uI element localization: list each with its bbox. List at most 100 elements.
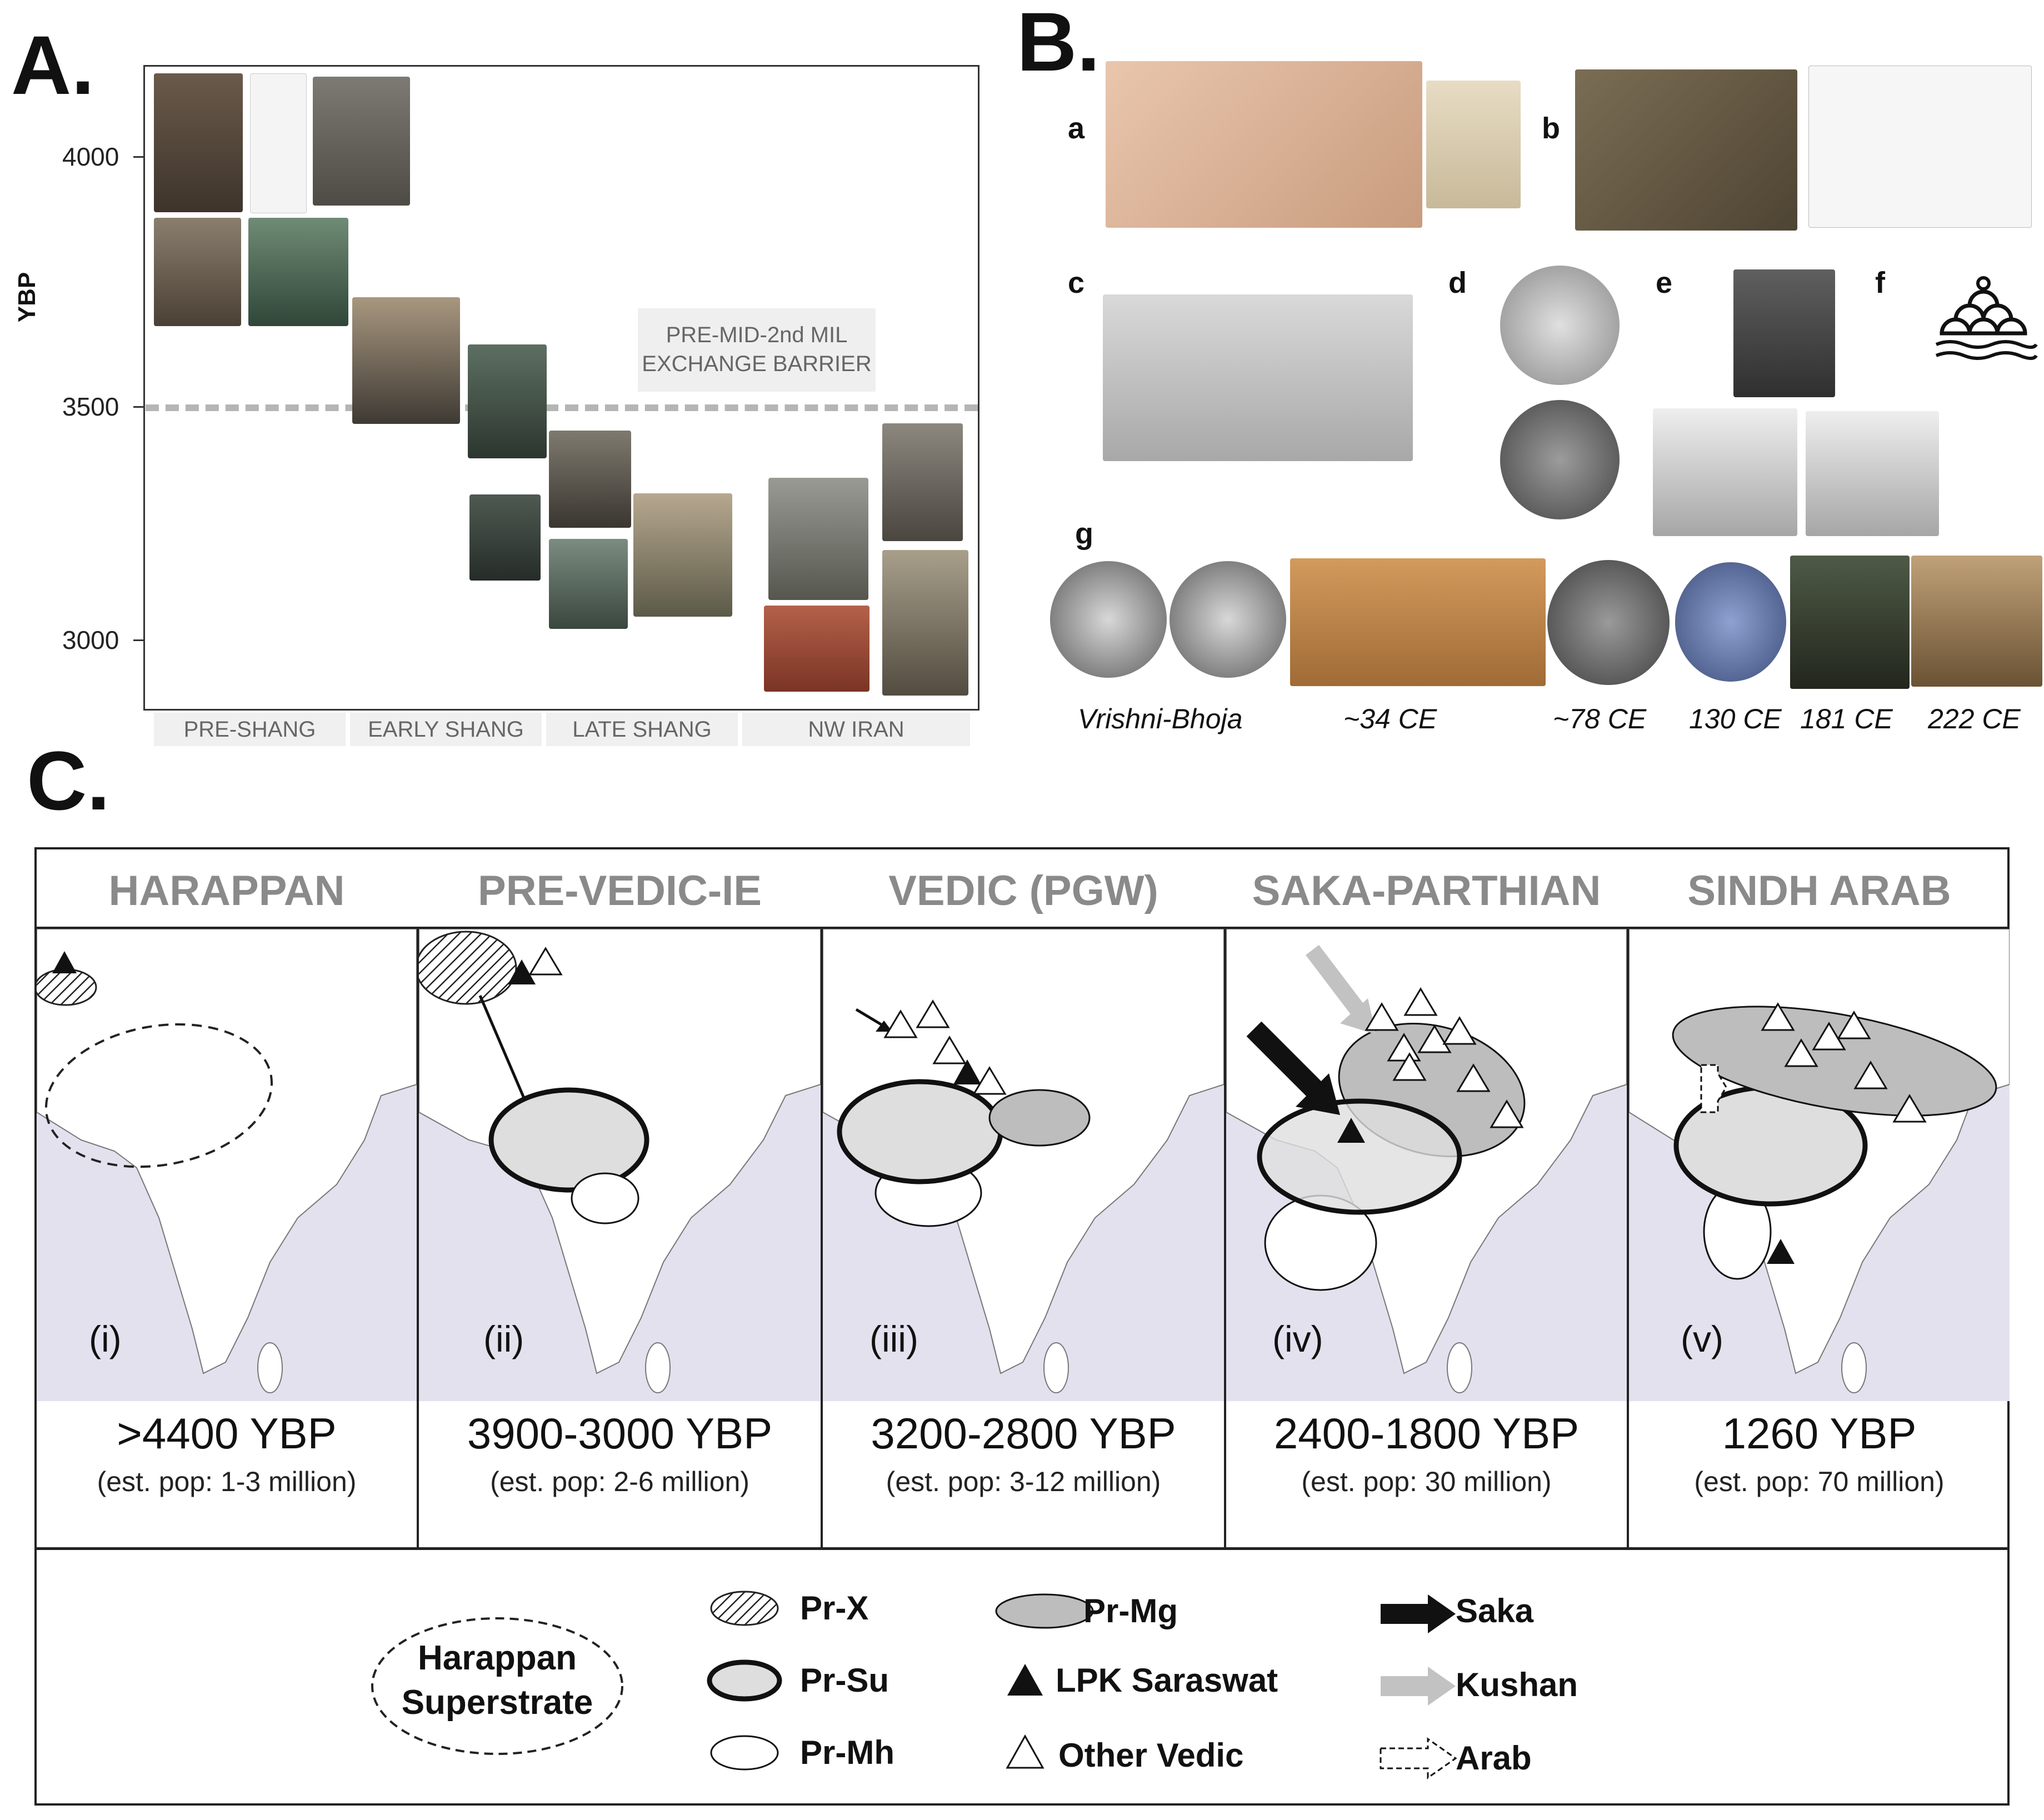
legend-kushan-arrow-icon [1381,1667,1456,1706]
coin-photo [1170,561,1286,678]
seal-drawing [1808,66,2032,228]
panel-a-letter: A. [11,18,94,112]
coin-photo [1653,408,1797,536]
cylinder-seal-impression [1103,294,1413,461]
col-divider [821,927,823,1549]
era-roman-i: (i) [89,1318,122,1359]
coin-photo [1733,269,1835,397]
legend-prx-icon [710,1591,779,1626]
tick-mark [133,156,144,158]
coin-photo [1500,400,1620,519]
tick-3500: 3500 [62,392,119,421]
vessel-photo [469,494,541,581]
vessel-photo [313,77,410,206]
sublabel-b: b [1542,112,1560,145]
coin-date-222ce: 222 CE [1928,703,2021,734]
legend-prmg-icon [995,1593,1094,1629]
vessel-photo [764,606,869,692]
map-harappan [37,929,417,1401]
period-pre-shang: PRE-SHANG [154,713,346,746]
ylabel-text: YBP [13,272,41,323]
era-pop-harappan: (est. pop: 1-3 million) [97,1466,357,1497]
legend-lpk-saraswat-icon [1007,1664,1043,1696]
era-date-saka-parthian: 2400-1800 YBP [1273,1409,1580,1458]
era-date-vedic: 3200-2800 YBP [871,1409,1176,1458]
col-divider [1224,927,1226,1549]
legend-arab: Arab [1456,1739,1532,1777]
tick-mark [133,639,144,641]
sublabel-g: g [1075,517,1093,551]
era-title-pre-vedic: PRE-VEDIC-IE [478,867,762,914]
sublabel-a: a [1068,112,1085,145]
era-title-harappan: HARAPPAN [108,867,345,914]
coin-photo [1290,558,1546,686]
coin-date-vrishni-bhoja: Vrishni-Bhoja [1078,703,1243,734]
coin-photo [1547,560,1670,685]
legend-arab-arrow-icon [1380,1737,1457,1779]
legend-other-vedic-icon [1006,1734,1045,1769]
era-pop-vedic: (est. pop: 3-12 million) [886,1466,1161,1497]
vessel-photo [633,493,732,617]
col-divider [1627,927,1629,1549]
period-late-shang: LATE SHANG [546,713,738,746]
legend-prmh-icon [710,1735,779,1771]
legend-saka: Saka [1456,1592,1534,1629]
vessel-photo [154,73,243,212]
coin-date-181ce: 181 CE [1800,703,1893,734]
map-saka-parthian [1226,929,1627,1401]
coin-photo [1050,561,1167,678]
era-pop-saka-parthian: (est. pop: 30 million) [1301,1466,1552,1497]
tick-3000: 3000 [62,626,119,654]
sublabel-f: f [1875,266,1885,299]
vessel-photo [352,297,460,424]
era-title-saka-parthian: SAKA-PARTHIAN [1252,867,1601,914]
sublabel-c: c [1068,266,1085,299]
sublabel-d: d [1448,266,1467,299]
era-pop-pre-vedic: (est. pop: 2-6 million) [490,1466,749,1497]
legend-prsu-icon [707,1659,782,1702]
era-title-sindh-arab: SINDH ARAB [1687,867,1951,914]
legend-harappan-superstrate-icon [371,1617,623,1755]
coin-date-78ce: ~78 CE [1553,703,1647,734]
vessel-photo [549,431,631,528]
legend-prsu: Pr-Su [800,1662,889,1699]
period-nw-iran: NW IRAN [742,713,970,746]
vessel-photo [248,218,348,326]
vessel-photo [468,344,547,458]
coin-date-130ce: 130 CE [1689,703,1782,734]
mountain-symbol-icon [1935,276,2038,360]
legend-harappan-label: Harappan Superstrate [389,1636,606,1725]
barrier-label-line1: PRE-MID-2nd MIL [666,323,848,347]
map-vedic [823,929,1224,1401]
era-date-harappan: >4400 YBP [117,1409,337,1458]
plot-frame-a [143,65,979,711]
era-date-sindh-arab: 1260 YBP [1722,1409,1917,1458]
vessel-photo [882,423,963,541]
coin-photo [1790,556,1910,689]
coin-date-34ce: ~34 CE [1343,703,1437,734]
tick-4000: 4000 [62,142,119,171]
barrier-label: PRE-MID-2nd MIL EXCHANGE BARRIER [638,308,876,392]
panel-b-letter: B. [1017,0,1100,88]
vessel-photo [768,478,868,600]
period-early-shang: EARLY SHANG [350,713,542,746]
seal-photo [1426,81,1521,208]
legend-saka-arrow-icon [1381,1594,1456,1633]
ylabel-ybp: YBP [13,267,47,333]
legend-divider [34,1547,2010,1550]
map-pre-vedic [419,929,821,1401]
seal-photo [1106,61,1422,228]
header-divider [34,927,2010,929]
era-roman-iv: (iv) [1272,1318,1323,1359]
legend-prmh: Pr-Mh [800,1734,894,1771]
panel-c-letter: C. [27,734,110,827]
era-roman-ii: (ii) [483,1318,524,1359]
vessel-drawing [250,73,307,213]
era-roman-iii: (iii) [869,1318,918,1359]
coin-photo [1675,562,1786,682]
era-pop-sindh-arab: (est. pop: 70 million) [1694,1466,1945,1497]
era-title-vedic: VEDIC (PGW) [888,867,1158,914]
legend-other-vedic: Other Vedic [1058,1737,1244,1774]
legend-lpk-saraswat: LPK Saraswat [1056,1662,1278,1699]
col-divider [417,927,419,1549]
